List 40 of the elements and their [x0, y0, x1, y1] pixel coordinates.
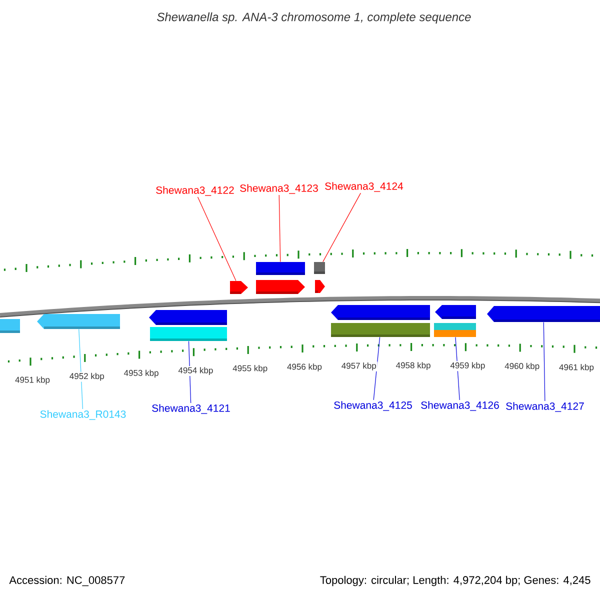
- gene-feature: [256, 280, 305, 294]
- gene-label: Shewana3_4122: [156, 186, 234, 196]
- leader-line: [197, 196, 236, 282]
- gene-feature: [230, 281, 248, 294]
- scale-label: 4959 kbp: [449, 361, 486, 372]
- gene-feature: [331, 323, 430, 337]
- scale-label: 4961 kbp: [558, 363, 595, 373]
- gene-feature: [435, 305, 476, 319]
- leader-line: [543, 322, 546, 402]
- gene-label: Shewana3_4126: [421, 401, 499, 411]
- scale-label: 4951 kbp: [14, 376, 51, 386]
- scale-label: 4958 kbp: [394, 361, 432, 371]
- scale-label: 4953 kbp: [122, 368, 160, 379]
- gene-feature: [149, 310, 227, 325]
- scale-label: 4960 kbp: [504, 362, 541, 372]
- gene-label: Shewana3_R0143: [40, 410, 126, 420]
- gene-feature: [150, 327, 227, 341]
- leader-line: [322, 192, 361, 262]
- scale-label: 4954 kbp: [177, 366, 214, 376]
- leader-line: [278, 194, 281, 262]
- gene-feature: [314, 262, 325, 274]
- gene-feature: [315, 280, 325, 293]
- scale-label: 4956 kbp: [286, 362, 323, 372]
- gene-label: Shewana3_4123: [240, 184, 318, 194]
- genome-info-text: Topology: circular; Length: 4,972,204 bp; Genes: 4,245: [320, 576, 590, 586]
- scale-label: 4955 kbp: [232, 364, 269, 374]
- scale-label: 4952 kbp: [68, 372, 106, 382]
- title: Shewanella sp. ANA-3 chromosome 1, complete sequence: [157, 12, 471, 24]
- gene-label: Shewana3_4125: [334, 401, 412, 411]
- gene-feature: [0, 319, 20, 333]
- gene-feature: [37, 314, 120, 329]
- gene-label: Shewana3_4124: [325, 182, 404, 192]
- gene-feature: [256, 262, 305, 275]
- gene-feature: [331, 305, 430, 320]
- scale-label: 4957 kbp: [340, 362, 378, 372]
- accession-text: Accession: NC_008577: [9, 576, 125, 586]
- gene-feature: [434, 323, 476, 337]
- gene-label: Shewana3_4121: [152, 404, 230, 414]
- gene-label: Shewana3_4127: [506, 402, 584, 412]
- gene-feature: [487, 306, 600, 322]
